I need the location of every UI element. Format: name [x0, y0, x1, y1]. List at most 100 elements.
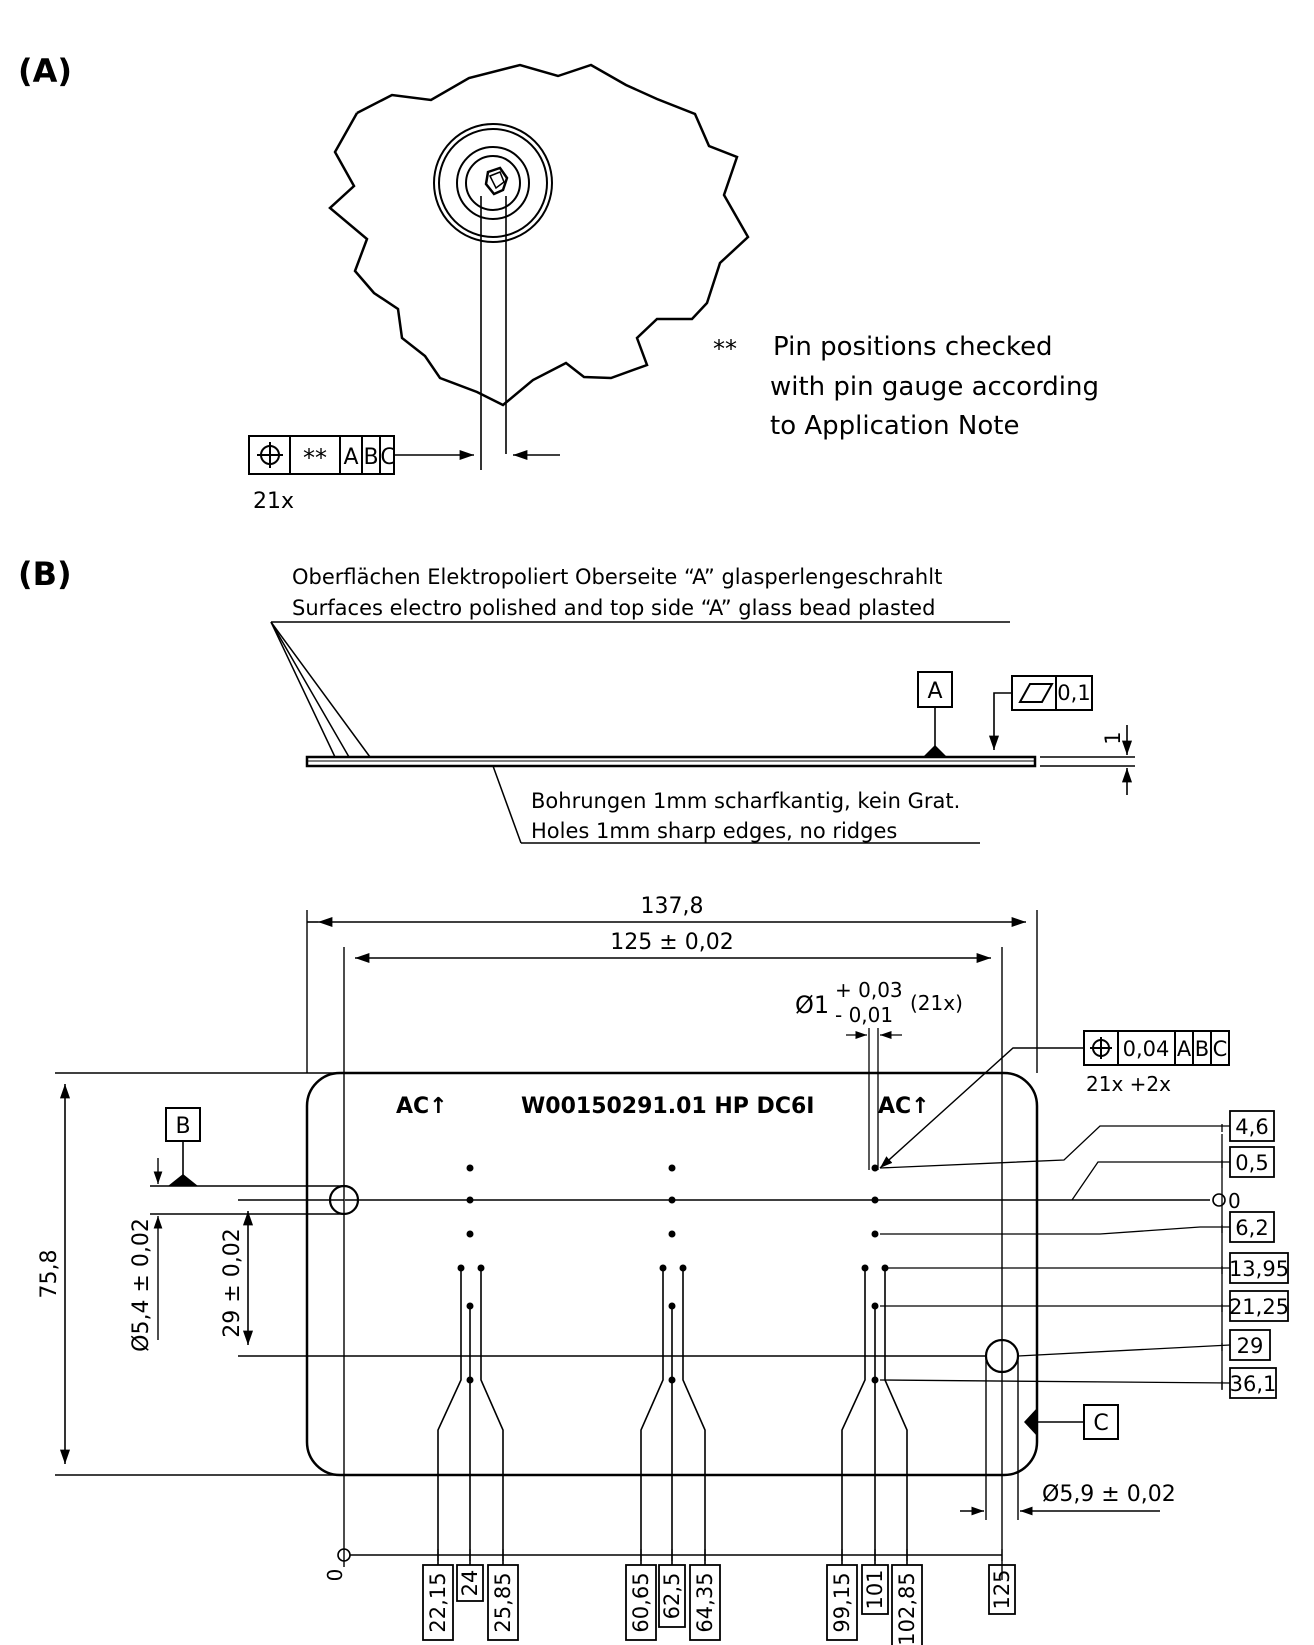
- engraving-right: AC↑: [878, 1094, 930, 1119]
- y-origin-label: 0: [1228, 1189, 1241, 1213]
- engraving-center: W00150291.01 HP DC6I: [521, 1094, 814, 1119]
- pin-dot: [668, 1230, 676, 1238]
- fcf-a-count: 21x: [253, 489, 294, 514]
- datum-b-label: B: [175, 1114, 190, 1139]
- pin-diameter-base: Ø1: [795, 991, 829, 1019]
- pin-dot: [466, 1196, 474, 1204]
- surface-leader-3: [270, 621, 371, 758]
- y-dim-label: 36,1: [1230, 1372, 1277, 1396]
- thickness-value: 1: [1101, 731, 1125, 744]
- datum-a-label: A: [927, 679, 942, 704]
- x-dim-box: [826, 1564, 858, 1641]
- position-icon: [257, 442, 283, 468]
- pin-diameter-count: (21x): [910, 991, 963, 1015]
- pin-ring-outer: [433, 123, 553, 243]
- flatness-leader: [988, 692, 1012, 750]
- x-dim-label: 22,15: [426, 1572, 450, 1632]
- width-total-label: 137,8: [641, 894, 704, 919]
- position-fcf-count: 21x +2x: [1086, 1072, 1171, 1096]
- x-dim-box: [891, 1564, 923, 1645]
- panel-b-label: (B): [18, 555, 72, 593]
- flatness-value: 0,1: [1057, 681, 1090, 705]
- pin-trace: [437, 1268, 504, 1565]
- datum-c-box: [1083, 1404, 1119, 1440]
- plan-view: 137,8 125 ± 0,02 75,8 AC↑ W00150291.01 H…: [37, 894, 1289, 1645]
- fcf-a: ** A B C: [248, 435, 396, 475]
- panel-a-label: (A): [18, 52, 72, 90]
- x-dim-label: 62,5: [660, 1573, 684, 1620]
- holes-note-de: Bohrungen 1mm scharfkantig, kein Grat.: [531, 789, 960, 813]
- surface-note-en: Surfaces electro polished and top side “…: [292, 596, 935, 620]
- pin-tip-inner: [488, 171, 505, 190]
- pin-tip: [484, 166, 509, 196]
- pin-ring-inner: [456, 146, 530, 220]
- holes-note-en: Holes 1mm sharp edges, no ridges: [531, 819, 897, 843]
- x-dim-box: [456, 1564, 484, 1602]
- position-fcf: 0,04 A B C: [1083, 1030, 1230, 1066]
- surface-note-de: Oberflächen Elektropoliert Oberseite “A”…: [292, 565, 942, 589]
- x-dim-label: 25,85: [491, 1572, 515, 1632]
- note-marker: **: [713, 335, 737, 363]
- pin-group: [437, 1164, 908, 1565]
- position-icon-plan: [1090, 1037, 1112, 1059]
- pin-trace: [841, 1268, 908, 1565]
- pin-ring-middle: [438, 128, 548, 238]
- x-dim-box: [487, 1564, 519, 1641]
- flatness-icon: [1018, 683, 1054, 703]
- x-dim-box: [988, 1564, 1016, 1615]
- fcf-a-datum-2: B: [363, 445, 378, 470]
- datum-b-triangle: [168, 1174, 198, 1186]
- y-dimension-leaders: 4,6 0,5 6,2 13,95 21,25 29 36,1: [879, 1110, 1289, 1399]
- x-dim-box: [658, 1564, 686, 1628]
- breakout-outline: [328, 63, 750, 407]
- note-line-3: to Application Note: [770, 411, 1019, 441]
- pin-diameter-lower: - 0,01: [835, 1003, 893, 1027]
- fcf-a-datum-1: A: [343, 445, 358, 470]
- y-dim-label: 13,95: [1229, 1257, 1289, 1281]
- fcf-a-datum-3: C: [380, 445, 395, 470]
- hole-left-diameter-label: Ø5,4 ± 0,02: [129, 1218, 154, 1352]
- y-dim-label: 29: [1237, 1334, 1264, 1358]
- x-dim-label: 101: [863, 1569, 887, 1609]
- note-line-2: with pin gauge according: [770, 372, 1099, 402]
- x-dim-box: [422, 1564, 454, 1641]
- pin-dot: [466, 1164, 474, 1172]
- height-total-label: 75,8: [37, 1250, 62, 1299]
- surface-leader-2: [270, 621, 350, 758]
- position-fcf-datum-2: B: [1195, 1037, 1209, 1061]
- x-dim-label: 64,35: [693, 1572, 717, 1632]
- x-dim-box: [861, 1564, 889, 1615]
- pin-dot: [871, 1230, 879, 1238]
- x-dim-label: 102,85: [895, 1572, 919, 1645]
- note-line-1: Pin positions checked: [773, 332, 1053, 362]
- position-fcf-leader: [879, 1047, 1084, 1169]
- pin-dot: [668, 1164, 676, 1172]
- datum-a-triangle: [923, 745, 947, 757]
- panel-b: (B) Oberflächen Elektropoliert Oberseite…: [18, 555, 1135, 844]
- pin-dot: [871, 1164, 879, 1172]
- position-fcf-datum-1: A: [1177, 1037, 1192, 1061]
- fcf-a-tolerance: **: [303, 444, 327, 472]
- x-dim-label: 125: [990, 1569, 1014, 1609]
- width-holes-label: 125 ± 0,02: [610, 930, 733, 955]
- pin-trace: [640, 1268, 706, 1565]
- y-dim-label: 6,2: [1235, 1216, 1268, 1240]
- x-dim-label: 24: [458, 1570, 482, 1597]
- y-dim-label: 4,6: [1235, 1115, 1268, 1139]
- x-dim-box: [689, 1564, 721, 1641]
- pin-dot: [668, 1196, 676, 1204]
- flatness-fcf: 0,1: [1011, 675, 1093, 711]
- x-dim-label: 60,65: [629, 1572, 653, 1632]
- y-dim-label: 0,5: [1235, 1151, 1268, 1175]
- position-fcf-datum-3: C: [1213, 1037, 1228, 1061]
- y-dim-label: 21,25: [1229, 1295, 1289, 1319]
- x-dim-box: [625, 1564, 657, 1641]
- datum-c-label: C: [1093, 1411, 1108, 1436]
- pin-dot: [466, 1230, 474, 1238]
- pin-dot: [871, 1196, 879, 1204]
- x-origin-label: 0: [323, 1569, 347, 1582]
- surface-leader-1: [270, 621, 336, 758]
- y-origin-icon: [1212, 1193, 1226, 1207]
